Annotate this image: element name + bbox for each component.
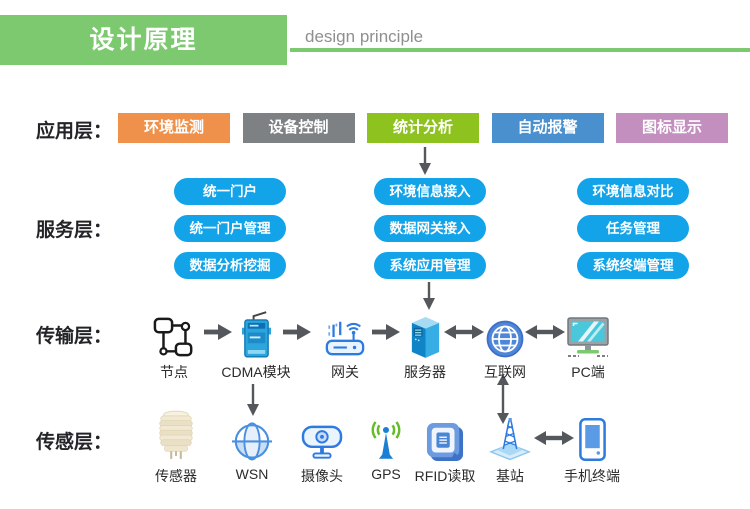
arrow-double-server-internet-icon xyxy=(444,325,484,339)
transmission-item-server: 服务器 xyxy=(380,310,470,382)
page-subtitle: design principle xyxy=(305,27,424,46)
transmission-item-internet: 互联网 xyxy=(460,310,550,382)
service-pill-env-info-compare: 环境信息对比 xyxy=(577,178,689,205)
service-pill-system-app-management: 系统应用管理 xyxy=(374,252,486,279)
page-title: 设计原理 xyxy=(0,15,287,65)
transmission-item-label: 网关 xyxy=(331,364,359,380)
service-pill-terminal-management: 系统终端管理 xyxy=(577,252,689,279)
header-underline xyxy=(290,48,750,52)
arrow-down-cdma-to-wsn-icon xyxy=(247,384,259,416)
transmission-item-label: PC端 xyxy=(571,364,605,380)
arrow-down-app-to-service-icon xyxy=(419,147,431,175)
sensor-item-camera: 摄像头 xyxy=(277,406,367,486)
transmission-item-cdma: CDMA模块 xyxy=(211,310,301,382)
arrow-right-cdma-to-gateway-icon xyxy=(283,324,311,340)
sensor-layer-label: 传感层： xyxy=(36,432,113,453)
wsn-icon xyxy=(232,406,272,462)
service-pill-data-mining: 数据分析挖掘 xyxy=(174,252,286,279)
arrow-right-gateway-to-server-icon xyxy=(372,324,400,340)
arrow-down-service-to-server-icon xyxy=(423,282,435,310)
sensor-item-mobile: 手机终端 xyxy=(547,406,637,486)
base-station-icon xyxy=(489,406,531,462)
arrow-double-station-phone-icon xyxy=(534,431,574,445)
sensor-item-label: 摄像头 xyxy=(301,468,343,484)
sensor-item-label: 手机终端 xyxy=(564,468,620,484)
service-pill-unified-portal: 统一门户 xyxy=(174,178,286,205)
arrow-right-node-to-cdma-icon xyxy=(204,324,232,340)
app-box-icon-display: 图标显示 xyxy=(616,113,728,143)
transmission-item-label: CDMA模块 xyxy=(221,364,291,380)
sensor-item-label: 基站 xyxy=(496,468,524,484)
app-box-statistical-analysis: 统计分析 xyxy=(367,113,479,143)
internet-icon xyxy=(486,310,524,358)
service-pill-env-info-access: 环境信息接入 xyxy=(374,178,486,205)
rfid-reader-icon xyxy=(426,406,464,462)
cdma-icon xyxy=(241,310,272,358)
transmission-item-label: 节点 xyxy=(160,364,188,380)
sensor-icon xyxy=(154,406,198,462)
transmission-item-gateway: 网关 xyxy=(300,310,390,382)
sensor-item-sensor: 传感器 xyxy=(131,406,221,486)
gateway-icon xyxy=(324,310,366,358)
application-layer-label: 应用层： xyxy=(36,121,113,142)
node-icon xyxy=(152,310,196,358)
camera-icon xyxy=(301,406,343,462)
sensor-item-label: GPS xyxy=(371,466,401,482)
transmission-item-label: 互联网 xyxy=(484,364,526,380)
sensor-item-label: WSN xyxy=(235,466,269,482)
sensor-item-base-station: 基站 xyxy=(465,406,555,486)
application-layer-row: 环境监测 设备控制 统计分析 自动报警 图标显示 xyxy=(118,113,728,143)
arrow-double-internet-pc-icon xyxy=(525,325,565,339)
app-box-device-control: 设备控制 xyxy=(242,113,355,143)
service-pill-task-management: 任务管理 xyxy=(577,215,689,242)
transmission-item-node: 节点 xyxy=(129,310,219,382)
transmission-item-label: 服务器 xyxy=(404,364,446,380)
arrow-double-internet-to-station-icon xyxy=(497,374,509,424)
app-box-environment-monitoring: 环境监测 xyxy=(118,113,230,143)
mobile-phone-icon xyxy=(578,406,607,462)
app-box-auto-alarm: 自动报警 xyxy=(491,113,604,143)
sensor-item-wsn: WSN xyxy=(207,406,297,482)
server-icon xyxy=(407,310,444,358)
transmission-item-pc: PC端 xyxy=(543,310,633,382)
pc-icon xyxy=(566,310,610,358)
sensor-item-rfid: RFID读取 xyxy=(400,406,490,486)
service-pill-portal-management: 统一门户管理 xyxy=(174,215,286,242)
sensor-item-label: RFID读取 xyxy=(414,468,476,484)
service-pill-data-gateway-access: 数据网关接入 xyxy=(374,215,486,242)
service-layer-label: 服务层： xyxy=(36,220,113,241)
sensor-item-gps: GPS xyxy=(341,406,431,482)
sensor-item-label: 传感器 xyxy=(155,468,197,484)
gps-icon xyxy=(369,406,403,462)
transmission-layer-label: 传输层： xyxy=(36,326,113,347)
